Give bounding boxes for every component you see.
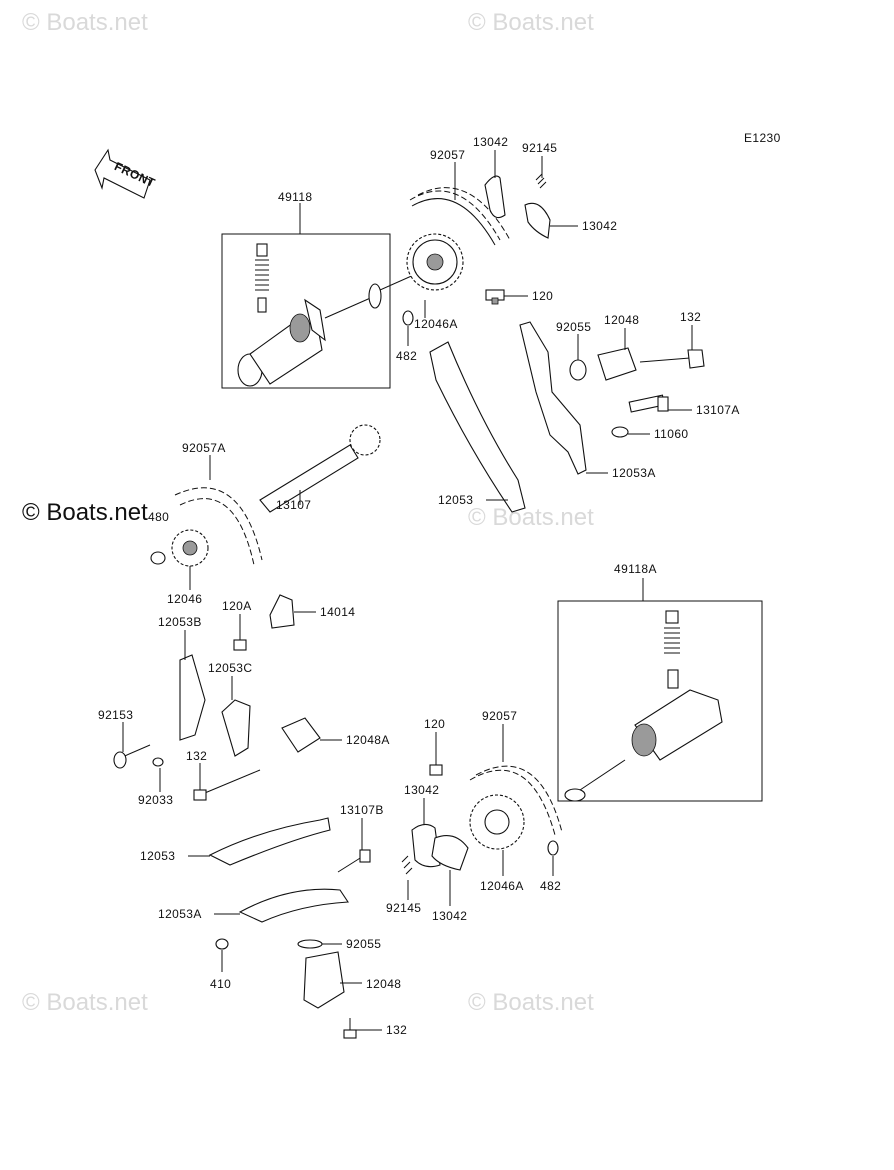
chain-guide-12053-top <box>429 341 526 513</box>
chain-guide-12053C <box>221 699 251 757</box>
chain-guide-12053-bottom <box>208 817 331 866</box>
chain-92057-top <box>409 187 511 246</box>
part-label: 92145 <box>386 901 421 915</box>
part-label: 92057 <box>482 709 517 723</box>
spring-92145-bottom <box>401 855 413 875</box>
part-label: 410 <box>210 977 231 991</box>
watermarks: © Boats.net © Boats.net © Boats.net © Bo… <box>22 9 594 1016</box>
part-label: 12053A <box>158 907 202 921</box>
oring-482-bottom <box>547 840 559 856</box>
watermark: © Boats.net <box>22 989 148 1016</box>
front-arrow-icon: FRONT <box>94 148 158 199</box>
chain-guide-12053A-top <box>519 321 587 475</box>
washer-92033 <box>152 757 164 767</box>
part-label: 132 <box>386 1023 407 1037</box>
bolt-13107B <box>337 849 371 873</box>
tensioner-12048-bottom <box>303 951 357 1039</box>
sprocket-12046A-top <box>406 233 464 291</box>
chain-guide-12053B <box>179 654 206 741</box>
part-label: 482 <box>396 349 417 363</box>
part-label: 13107 <box>276 498 311 512</box>
part-label: 132 <box>186 749 207 763</box>
part-label: 92055 <box>346 937 381 951</box>
part-label: 92153 <box>98 708 133 722</box>
circlip-480 <box>150 551 166 565</box>
part-label: 12046A <box>480 879 524 893</box>
part-label: 13107B <box>340 803 384 817</box>
camshaft-assembly-49118A <box>557 578 763 802</box>
tensioner-plate-13042-bottom-b <box>431 835 469 871</box>
bolt-92153 <box>113 744 151 769</box>
bolt-132-mid <box>193 769 261 801</box>
part-label: 12053B <box>158 615 202 629</box>
watermark: © Boats.net <box>22 499 148 526</box>
watermark: © Boats.net <box>468 504 594 531</box>
washer-410 <box>215 938 229 950</box>
part-label: 480 <box>148 510 169 524</box>
part-label: 13107A <box>696 403 740 417</box>
sprocket-12046 <box>171 529 209 567</box>
part-label: 120A <box>222 599 252 613</box>
watermark: © Boats.net <box>22 9 148 36</box>
tensioner-plates-top <box>484 173 551 239</box>
leader-lines <box>122 150 693 1031</box>
bolt-120-bottom <box>429 764 443 776</box>
bolt-13107A <box>628 394 669 413</box>
oring-92055-bottom <box>297 939 323 949</box>
part-label: 12048 <box>604 313 639 327</box>
part-label: 12048 <box>366 977 401 991</box>
part-label: 13042 <box>404 783 439 797</box>
part-label: 120 <box>424 717 445 731</box>
shaft-13107 <box>259 424 381 513</box>
bolt-120A <box>233 639 247 651</box>
part-label: 12053 <box>438 493 473 507</box>
chain-92057A <box>174 487 263 566</box>
part-label: 92057A <box>182 441 226 455</box>
watermark: © Boats.net <box>468 989 594 1016</box>
tensioner-12048A <box>281 717 321 753</box>
part-label: 92145 <box>522 141 557 155</box>
part-label: 49118 <box>278 190 312 204</box>
part-label: 12053A <box>612 466 656 480</box>
part-label: 13042 <box>473 135 508 149</box>
part-label: 92055 <box>556 320 591 334</box>
plate-14014 <box>269 594 295 629</box>
washer-11060 <box>611 426 629 438</box>
part-label: 13042 <box>582 219 617 233</box>
part-label: 12053C <box>208 661 252 675</box>
bolt-120-top <box>485 289 505 305</box>
oring-482-top <box>402 310 414 326</box>
part-label: 92033 <box>138 793 173 807</box>
part-label: 482 <box>540 879 561 893</box>
part-label: 13042 <box>432 909 467 923</box>
diagram-code: E1230 <box>744 131 781 145</box>
part-label: 11060 <box>654 427 688 441</box>
part-label: 12048A <box>346 733 390 747</box>
chain-guide-12053A-bottom <box>238 888 349 923</box>
watermark: © Boats.net <box>468 9 594 36</box>
part-label: 12046A <box>414 317 458 331</box>
camshaft-assembly-49118 <box>221 203 426 389</box>
part-label: 132 <box>680 310 701 324</box>
part-labels: 49118 92057 13042 92145 13042 120 12046A… <box>98 135 740 1037</box>
part-label: 49118A <box>614 562 657 576</box>
chain-92057-bottom <box>469 765 563 836</box>
tensioner-12048-top <box>569 347 705 381</box>
part-label: 12053 <box>140 849 175 863</box>
part-label: 12046 <box>167 592 202 606</box>
part-label: 92057 <box>430 148 465 162</box>
sprocket-12046A-bottom <box>469 794 525 850</box>
part-label: 120 <box>532 289 553 303</box>
part-label: 14014 <box>320 605 355 619</box>
